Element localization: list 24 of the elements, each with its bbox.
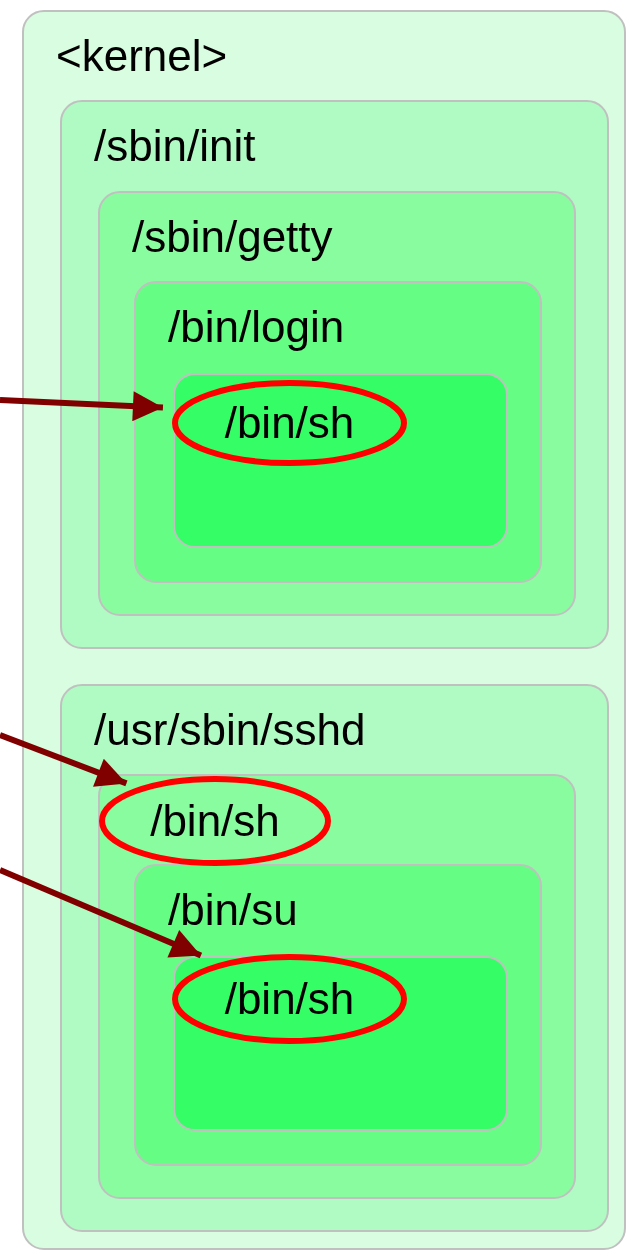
ellipse-label: /bin/sh: [150, 799, 280, 843]
nested-box: [22, 10, 626, 1250]
box-heading: /sbin/init: [94, 124, 256, 168]
ellipse-label: /bin/sh: [224, 977, 355, 1021]
arrow: [0, 867, 203, 959]
arrow: [0, 391, 164, 422]
highlight-ellipse: [172, 954, 407, 1044]
nested-box: [173, 956, 508, 1131]
box-heading: /bin/su: [168, 888, 298, 932]
nested-box: [60, 684, 609, 1232]
box-heading: <kernel>: [56, 34, 228, 78]
box-heading: /usr/sbin/sshd: [94, 708, 366, 752]
highlight-ellipse: [99, 776, 331, 866]
nested-box: [98, 191, 576, 616]
box-heading: /sbin/getty: [132, 215, 333, 259]
nested-box: [60, 100, 609, 649]
nested-box: [173, 373, 508, 548]
box-heading: /bin/login: [168, 305, 345, 349]
nested-box: [134, 864, 542, 1166]
ellipse-label: /bin/sh: [224, 401, 355, 445]
nested-box: [98, 774, 576, 1199]
highlight-ellipse: [172, 380, 407, 466]
nested-box: [134, 281, 542, 583]
arrow: [0, 732, 128, 787]
